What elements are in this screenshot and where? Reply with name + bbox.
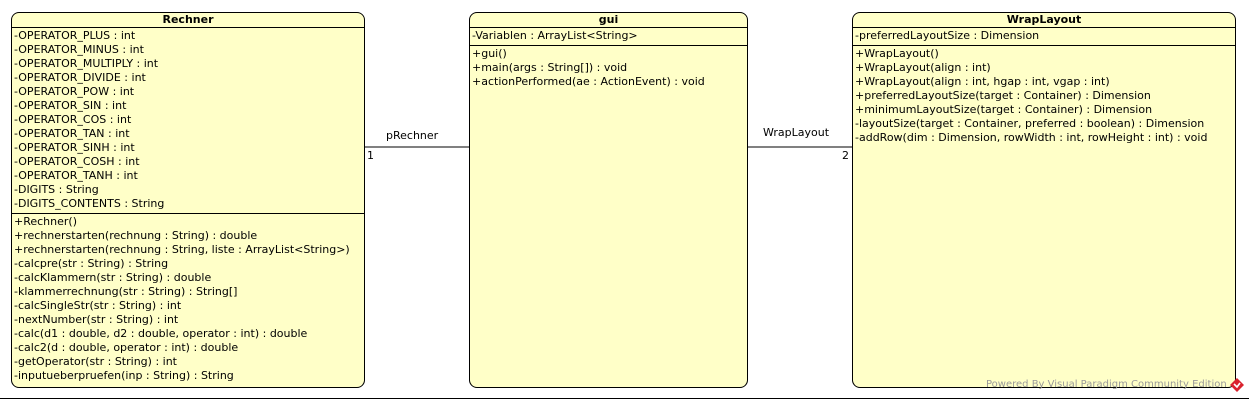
operation: -calc2(d : double, operator : int) : dou… <box>14 341 239 354</box>
operation: +Rechner() <box>14 215 77 228</box>
operation: +actionPerformed(ae : ActionEvent) : voi… <box>472 75 705 88</box>
class-rechner-name: Rechner <box>162 13 214 26</box>
attribute: -OPERATOR_POW : int <box>14 85 135 98</box>
class-wraplayout-name: WrapLayout <box>1006 13 1082 26</box>
class-gui-attributes: -Variablen : ArrayList<String> <box>470 27 747 45</box>
attribute: -preferredLayoutSize : Dimension <box>855 29 1040 42</box>
attribute: -OPERATOR_COS : int <box>14 113 132 126</box>
class-rechner-operations: +Rechner()+rechnerstarten(rechnung : Str… <box>12 213 364 385</box>
operation: +WrapLayout() <box>855 47 939 60</box>
operation: -nextNumber(str : String) : int <box>14 313 179 326</box>
operation: -getOperator(str : String) : int <box>14 355 177 368</box>
association-multiplicity-rechner: 1 <box>367 149 374 162</box>
operation: -addRow(dim : Dimension, rowWidth : int,… <box>855 131 1208 144</box>
attribute: -DIGITS : String <box>14 183 99 196</box>
operation: -inputueberpruefen(inp : String) : Strin… <box>14 369 234 382</box>
association-role-wraplayout: WrapLayout <box>763 126 830 139</box>
operation: -calcSingleStr(str : String) : int <box>14 299 182 312</box>
operation: +preferredLayoutSize(target : Container)… <box>855 89 1151 102</box>
operation: -calcKlammern(str : String) : double <box>14 271 212 284</box>
class-wraplayout[interactable]: WrapLayout -preferredLayoutSize : Dimens… <box>852 12 1236 388</box>
operation: -klammerrechnung(str : String) : String[… <box>14 285 238 298</box>
attribute: -Variablen : ArrayList<String> <box>472 29 638 42</box>
operation: +WrapLayout(align : int) <box>855 61 991 74</box>
operation: -calcpre(str : String) : String <box>14 257 169 270</box>
attribute: -OPERATOR_MINUS : int <box>14 43 144 56</box>
powered-by-footer: Powered By Visual Paradigm Community Edi… <box>986 379 1227 390</box>
class-gui[interactable]: gui -Variablen : ArrayList<String> +gui(… <box>469 12 748 388</box>
class-gui-operations: +gui()+main(args : String[]) : void+acti… <box>470 45 747 91</box>
class-wraplayout-attributes: -preferredLayoutSize : Dimension <box>853 27 1235 45</box>
attribute: -DIGITS_CONTENTS : String <box>14 197 165 210</box>
operation: +minimumLayoutSize(target : Container) :… <box>855 103 1153 116</box>
association-role-prechner: pRechner <box>386 129 439 142</box>
operation: +rechnerstarten(rechnung : String) : dou… <box>14 229 258 242</box>
class-rechner-attributes: -OPERATOR_PLUS : int-OPERATOR_MINUS : in… <box>12 27 364 213</box>
operation: +rechnerstarten(rechnung : String, liste… <box>14 243 350 256</box>
attribute: -OPERATOR_SINH : int <box>14 141 135 154</box>
canvas-bottom-border <box>0 398 1249 399</box>
class-wraplayout-operations: +WrapLayout()+WrapLayout(align : int)+Wr… <box>853 45 1235 147</box>
attribute: -OPERATOR_TANH : int <box>14 169 138 182</box>
class-gui-name: gui <box>598 13 619 26</box>
attribute: -OPERATOR_COSH : int <box>14 155 140 168</box>
visual-paradigm-logo-icon <box>1230 378 1244 392</box>
attribute: -OPERATOR_PLUS : int <box>14 29 136 42</box>
operation: +main(args : String[]) : void <box>472 61 628 74</box>
attribute: -OPERATOR_DIVIDE : int <box>14 71 146 84</box>
attribute: -OPERATOR_MULTIPLY : int <box>14 57 159 70</box>
class-rechner[interactable]: Rechner -OPERATOR_PLUS : int-OPERATOR_MI… <box>11 12 365 388</box>
attribute: -OPERATOR_TAN : int <box>14 127 130 140</box>
operation: -layoutSize(target : Container, preferre… <box>855 117 1205 130</box>
operation: +WrapLayout(align : int, hgap : int, vga… <box>855 75 1110 88</box>
association-multiplicity-wraplayout: 2 <box>842 149 849 162</box>
attribute: -OPERATOR_SIN : int <box>14 99 127 112</box>
operation: +gui() <box>472 47 507 60</box>
operation: -calc(d1 : double, d2 : double, operator… <box>14 327 308 340</box>
